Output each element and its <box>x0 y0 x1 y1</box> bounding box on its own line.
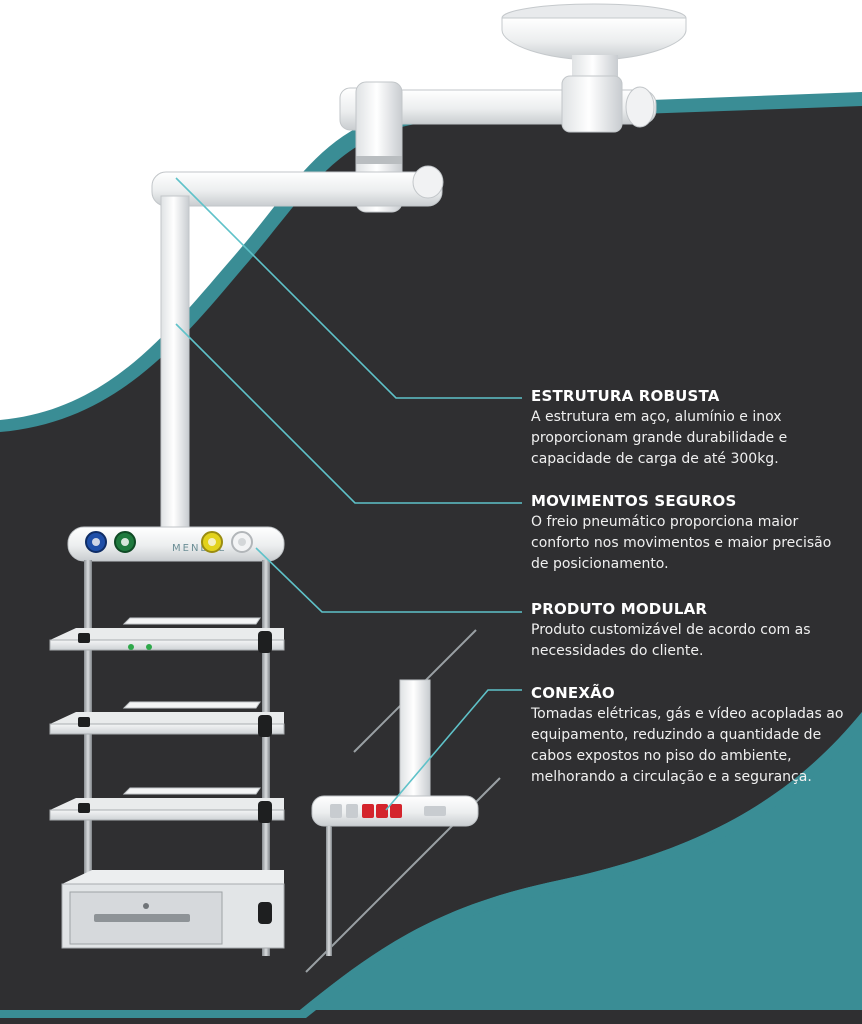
dark-panel <box>0 106 862 1010</box>
feature-description: O freio pneumático proporciona maior con… <box>531 514 832 572</box>
feature-description: Tomadas elétricas, gás e vídeo acopladas… <box>531 706 844 785</box>
connection-detail-inset <box>305 629 501 973</box>
feature-produto-modular: PRODUTO MODULAR Produto customizável de … <box>531 599 851 662</box>
feature-movimentos-seguros: MOVIMENTOS SEGUROS O freio pneumático pr… <box>531 491 851 575</box>
brand-logo: MENDEL <box>172 543 226 554</box>
feature-title: CONEXÃO <box>531 684 615 702</box>
feature-conexao: CONEXÃO Tomadas elétricas, gás e vídeo a… <box>531 683 851 788</box>
feature-title: PRODUTO MODULAR <box>531 600 708 618</box>
feature-description: A estrutura em aço, alumínio e inox prop… <box>531 409 788 467</box>
callout-lines <box>175 177 522 811</box>
red-power-socket-icon <box>362 804 374 818</box>
shelf-3 <box>49 787 285 823</box>
shelf-2 <box>49 701 285 737</box>
shelf-1 <box>49 617 285 653</box>
feature-description: Produto customizável de acordo com as ne… <box>531 622 811 659</box>
feature-estrutura-robusta: ESTRUTURA ROBUSTA A estrutura em aço, al… <box>531 386 851 470</box>
feature-title: MOVIMENTOS SEGUROS <box>531 492 737 510</box>
drawer-unit <box>61 870 285 949</box>
feature-title: ESTRUTURA ROBUSTA <box>531 387 720 405</box>
